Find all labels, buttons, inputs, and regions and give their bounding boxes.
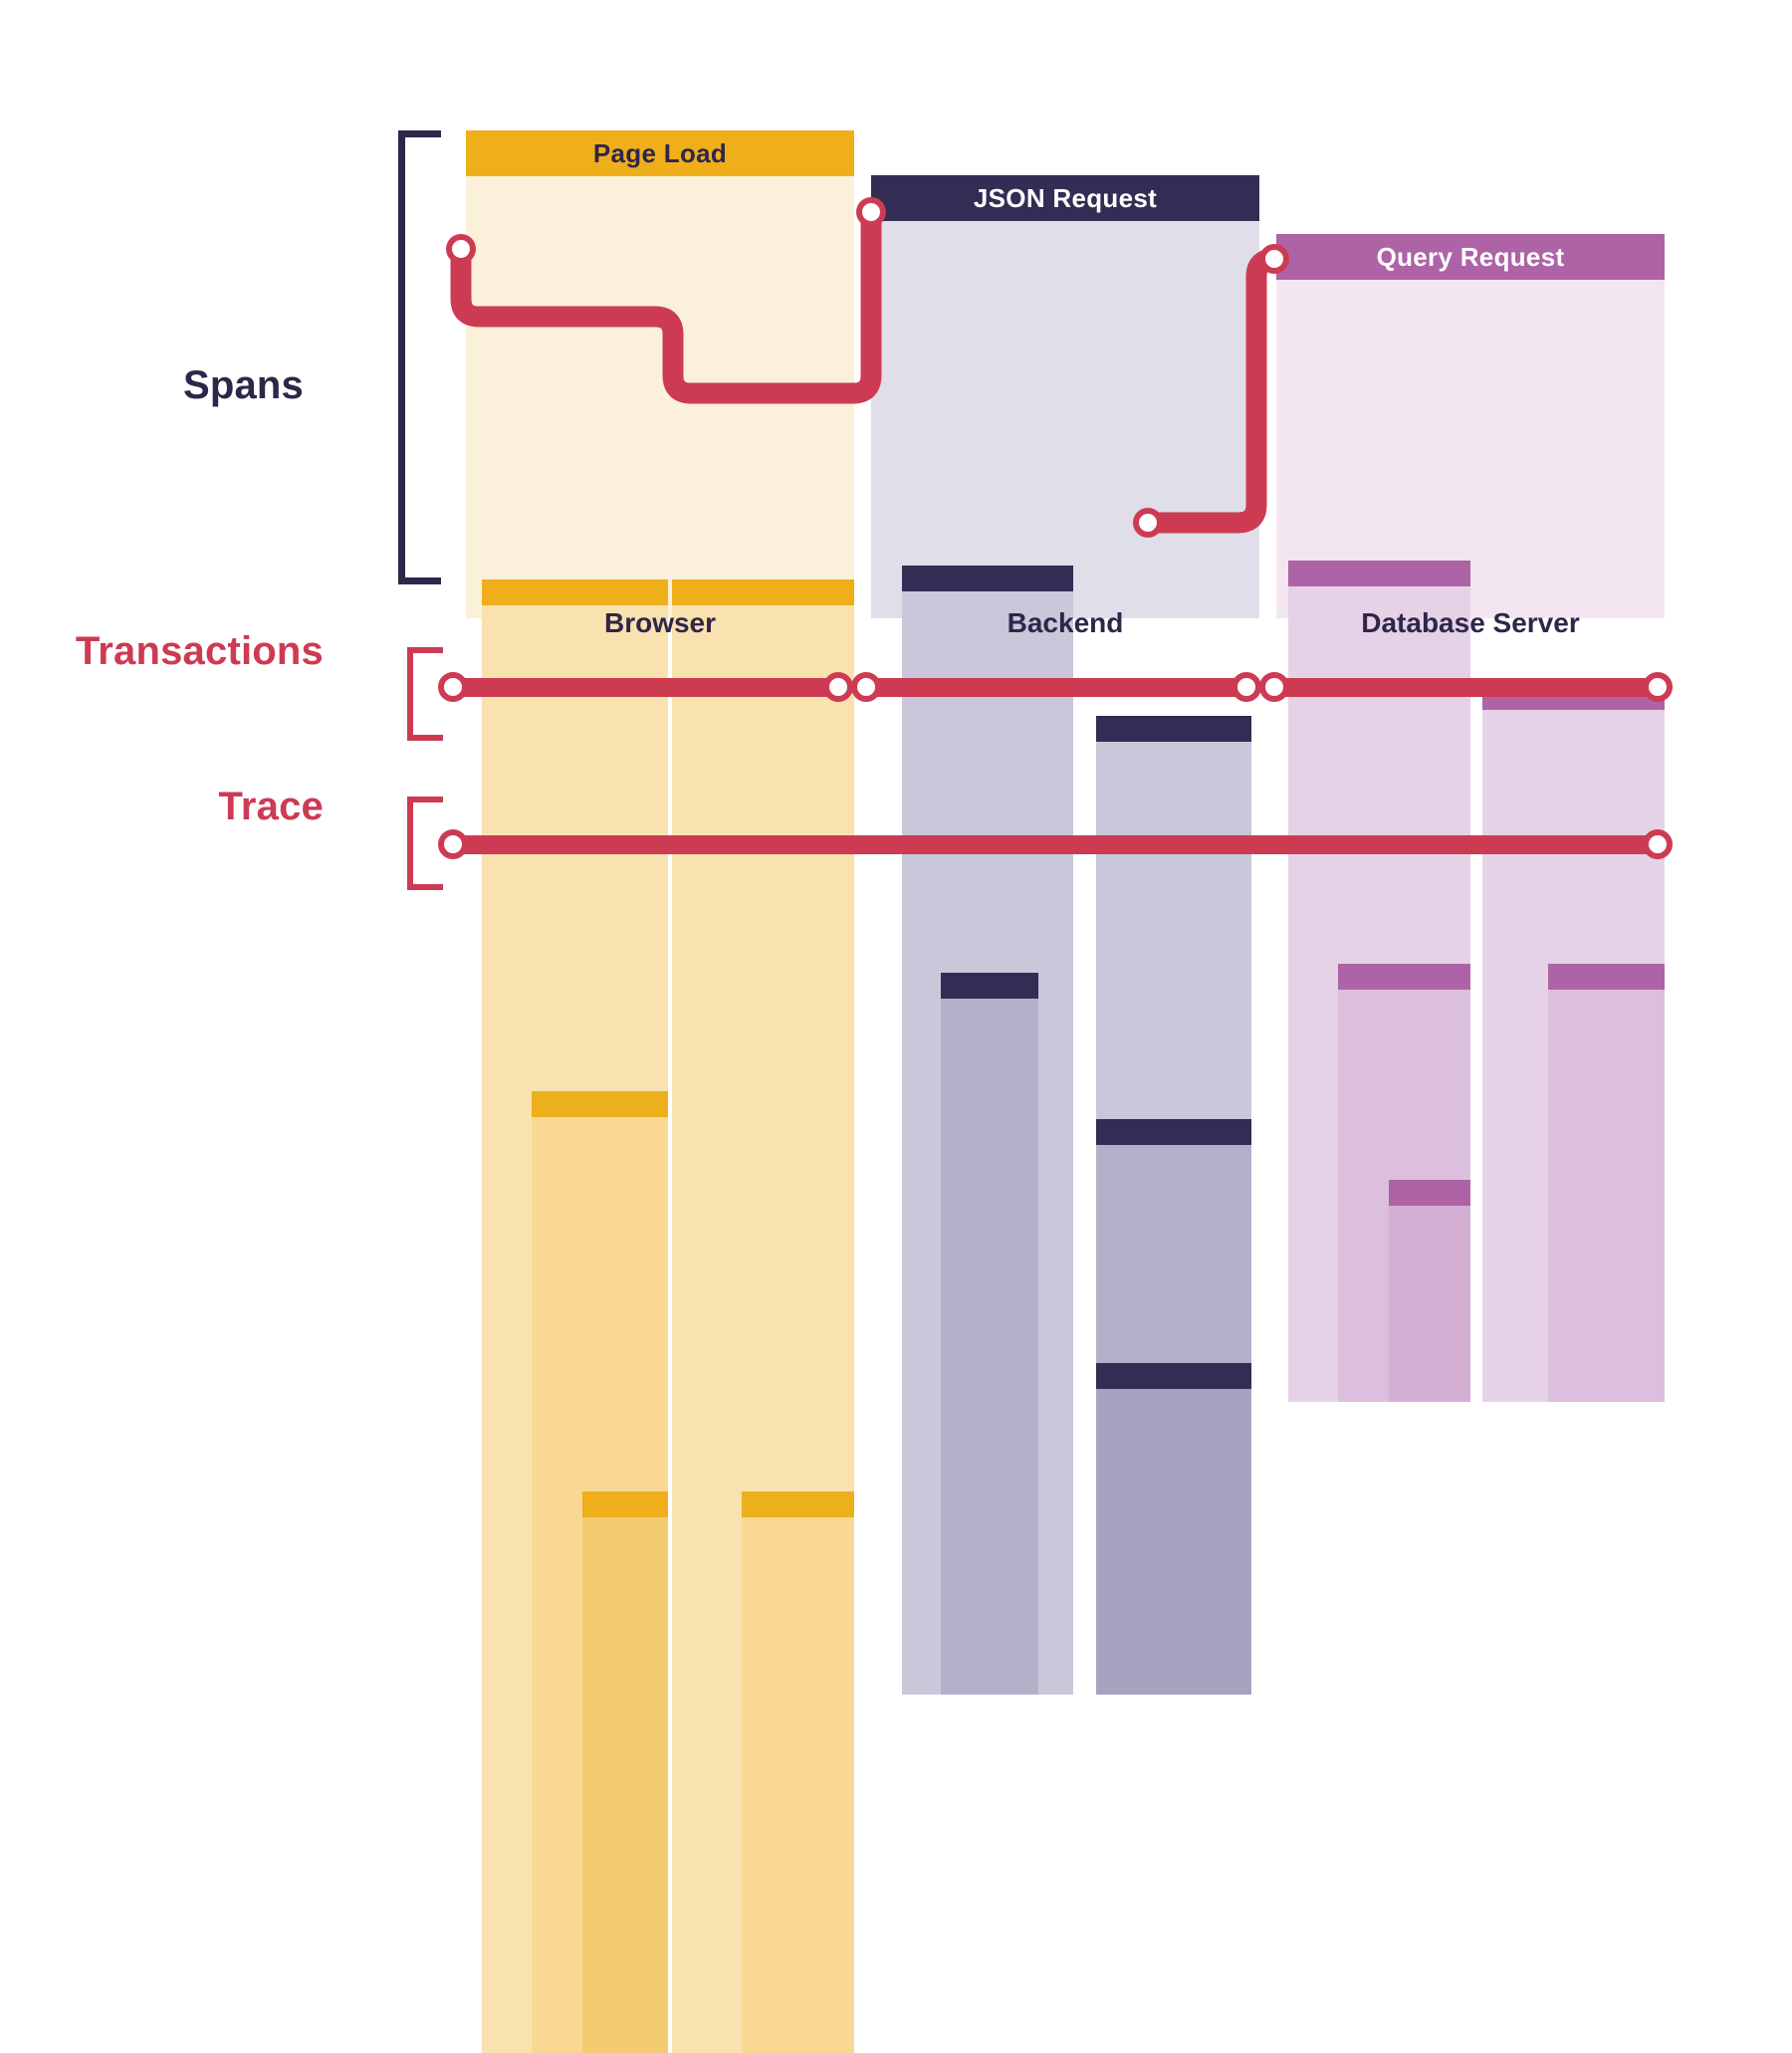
span-browser-b-cap [671,578,854,605]
transaction-backend-end-dot [1232,672,1261,702]
trace-full-end-dot [1643,829,1673,859]
column-caption-browser: Browser [603,607,717,638]
span-column-title-backend: JSON Request [871,175,1259,221]
span-column-browser: Page Load [466,130,854,2053]
span-browser-b1-cap [741,1491,854,1518]
span-column-backend: JSON Request [871,175,1259,1696]
row-label-trace: Trace [218,785,324,828]
span-db-b1-cap [1548,964,1665,991]
transaction-backend-line [866,678,1246,697]
connector-node-backend-start [856,197,886,227]
span-column-database: Query Request [1276,234,1665,1403]
span-backend-a-cap [902,565,1073,591]
row-label-transactions: Transactions [75,629,324,673]
bracket-spans [398,130,441,584]
span-column-title-database: Query Request [1276,234,1665,280]
span-db-b1 [1548,964,1665,1403]
trace-full-start-dot [438,829,468,859]
span-column-body-browser [466,176,854,618]
span-backend-a1-cap [941,973,1038,999]
span-backend-a1 [941,973,1038,1696]
span-backend-b-cap [1096,715,1252,742]
connector-node-backend-exit [1133,508,1163,538]
transaction-database-start-dot [1259,672,1289,702]
span-browser-a1-cap [532,1091,668,1118]
span-db-a2 [1389,1179,1470,1403]
transaction-browser-line [453,678,838,697]
span-backend-b2 [1096,1362,1252,1696]
span-browser-b1 [741,1491,854,2053]
span-db-a-cap [1287,561,1470,587]
span-backend-b2-cap [1096,1362,1252,1389]
bracket-transactions [407,647,443,741]
row-label-spans: Spans [182,363,304,407]
connector-node-database-start [1259,244,1289,274]
span-db-a1-cap [1338,964,1470,991]
span-browser-a-cap [481,578,668,605]
transaction-browser-start-dot [438,672,468,702]
trace-full-line [453,835,1658,854]
span-column-body-backend [871,221,1259,618]
transaction-backend-start-dot [851,672,881,702]
column-caption-database: Database Server [1361,607,1580,638]
span-browser-a2 [582,1491,668,2053]
span-db-a2-cap [1389,1179,1470,1206]
span-backend-b1-cap [1096,1118,1252,1145]
span-column-title-browser: Page Load [466,130,854,176]
transaction-browser-end-dot [823,672,853,702]
column-caption-backend: Backend [1007,607,1124,638]
bracket-trace [407,797,443,890]
transaction-database-end-dot [1643,672,1673,702]
transaction-database-line [1274,678,1658,697]
span-browser-a2-cap [582,1491,668,1518]
connector-node-browser-start [446,234,476,264]
